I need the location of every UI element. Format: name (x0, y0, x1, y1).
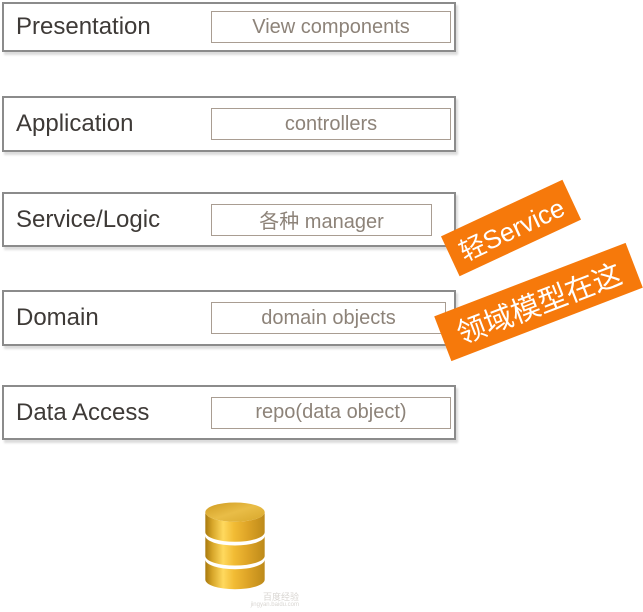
layer-component-box: controllers (211, 108, 451, 140)
watermark: 百度经验 jingyan.baidu.com (250, 591, 299, 609)
layer-label: Data Access (16, 398, 150, 426)
layer-label: Application (16, 110, 134, 137)
layer-row-presentation: Presentation View components (2, 2, 456, 52)
layer-component-box: domain objects (211, 302, 446, 334)
layer-row-domain: Domain domain objects (2, 290, 456, 346)
layer-component-box: View components (211, 11, 451, 43)
layer-row-data-access: Data Access repo(data object) (2, 385, 456, 440)
callout-light-service: 轻Service (440, 179, 582, 277)
database-block: 百度经验 jingyan.baidu.com (170, 465, 309, 612)
watermark-url-text: jingyan.baidu.com (250, 602, 299, 609)
layer-component-box: repo(data object) (211, 396, 451, 429)
layer-label: Domain (16, 304, 99, 331)
database-cylinder-icon (205, 502, 265, 590)
layer-label: Presentation (16, 13, 151, 40)
watermark-logo-text: 百度经验 (262, 591, 299, 602)
layer-row-service-logic: Service/Logic 各种 manager (2, 192, 456, 247)
layer-label: Service/Logic (16, 205, 161, 233)
layer-row-application: Application controllers (2, 96, 456, 152)
layer-component-box: 各种 manager (211, 203, 432, 236)
